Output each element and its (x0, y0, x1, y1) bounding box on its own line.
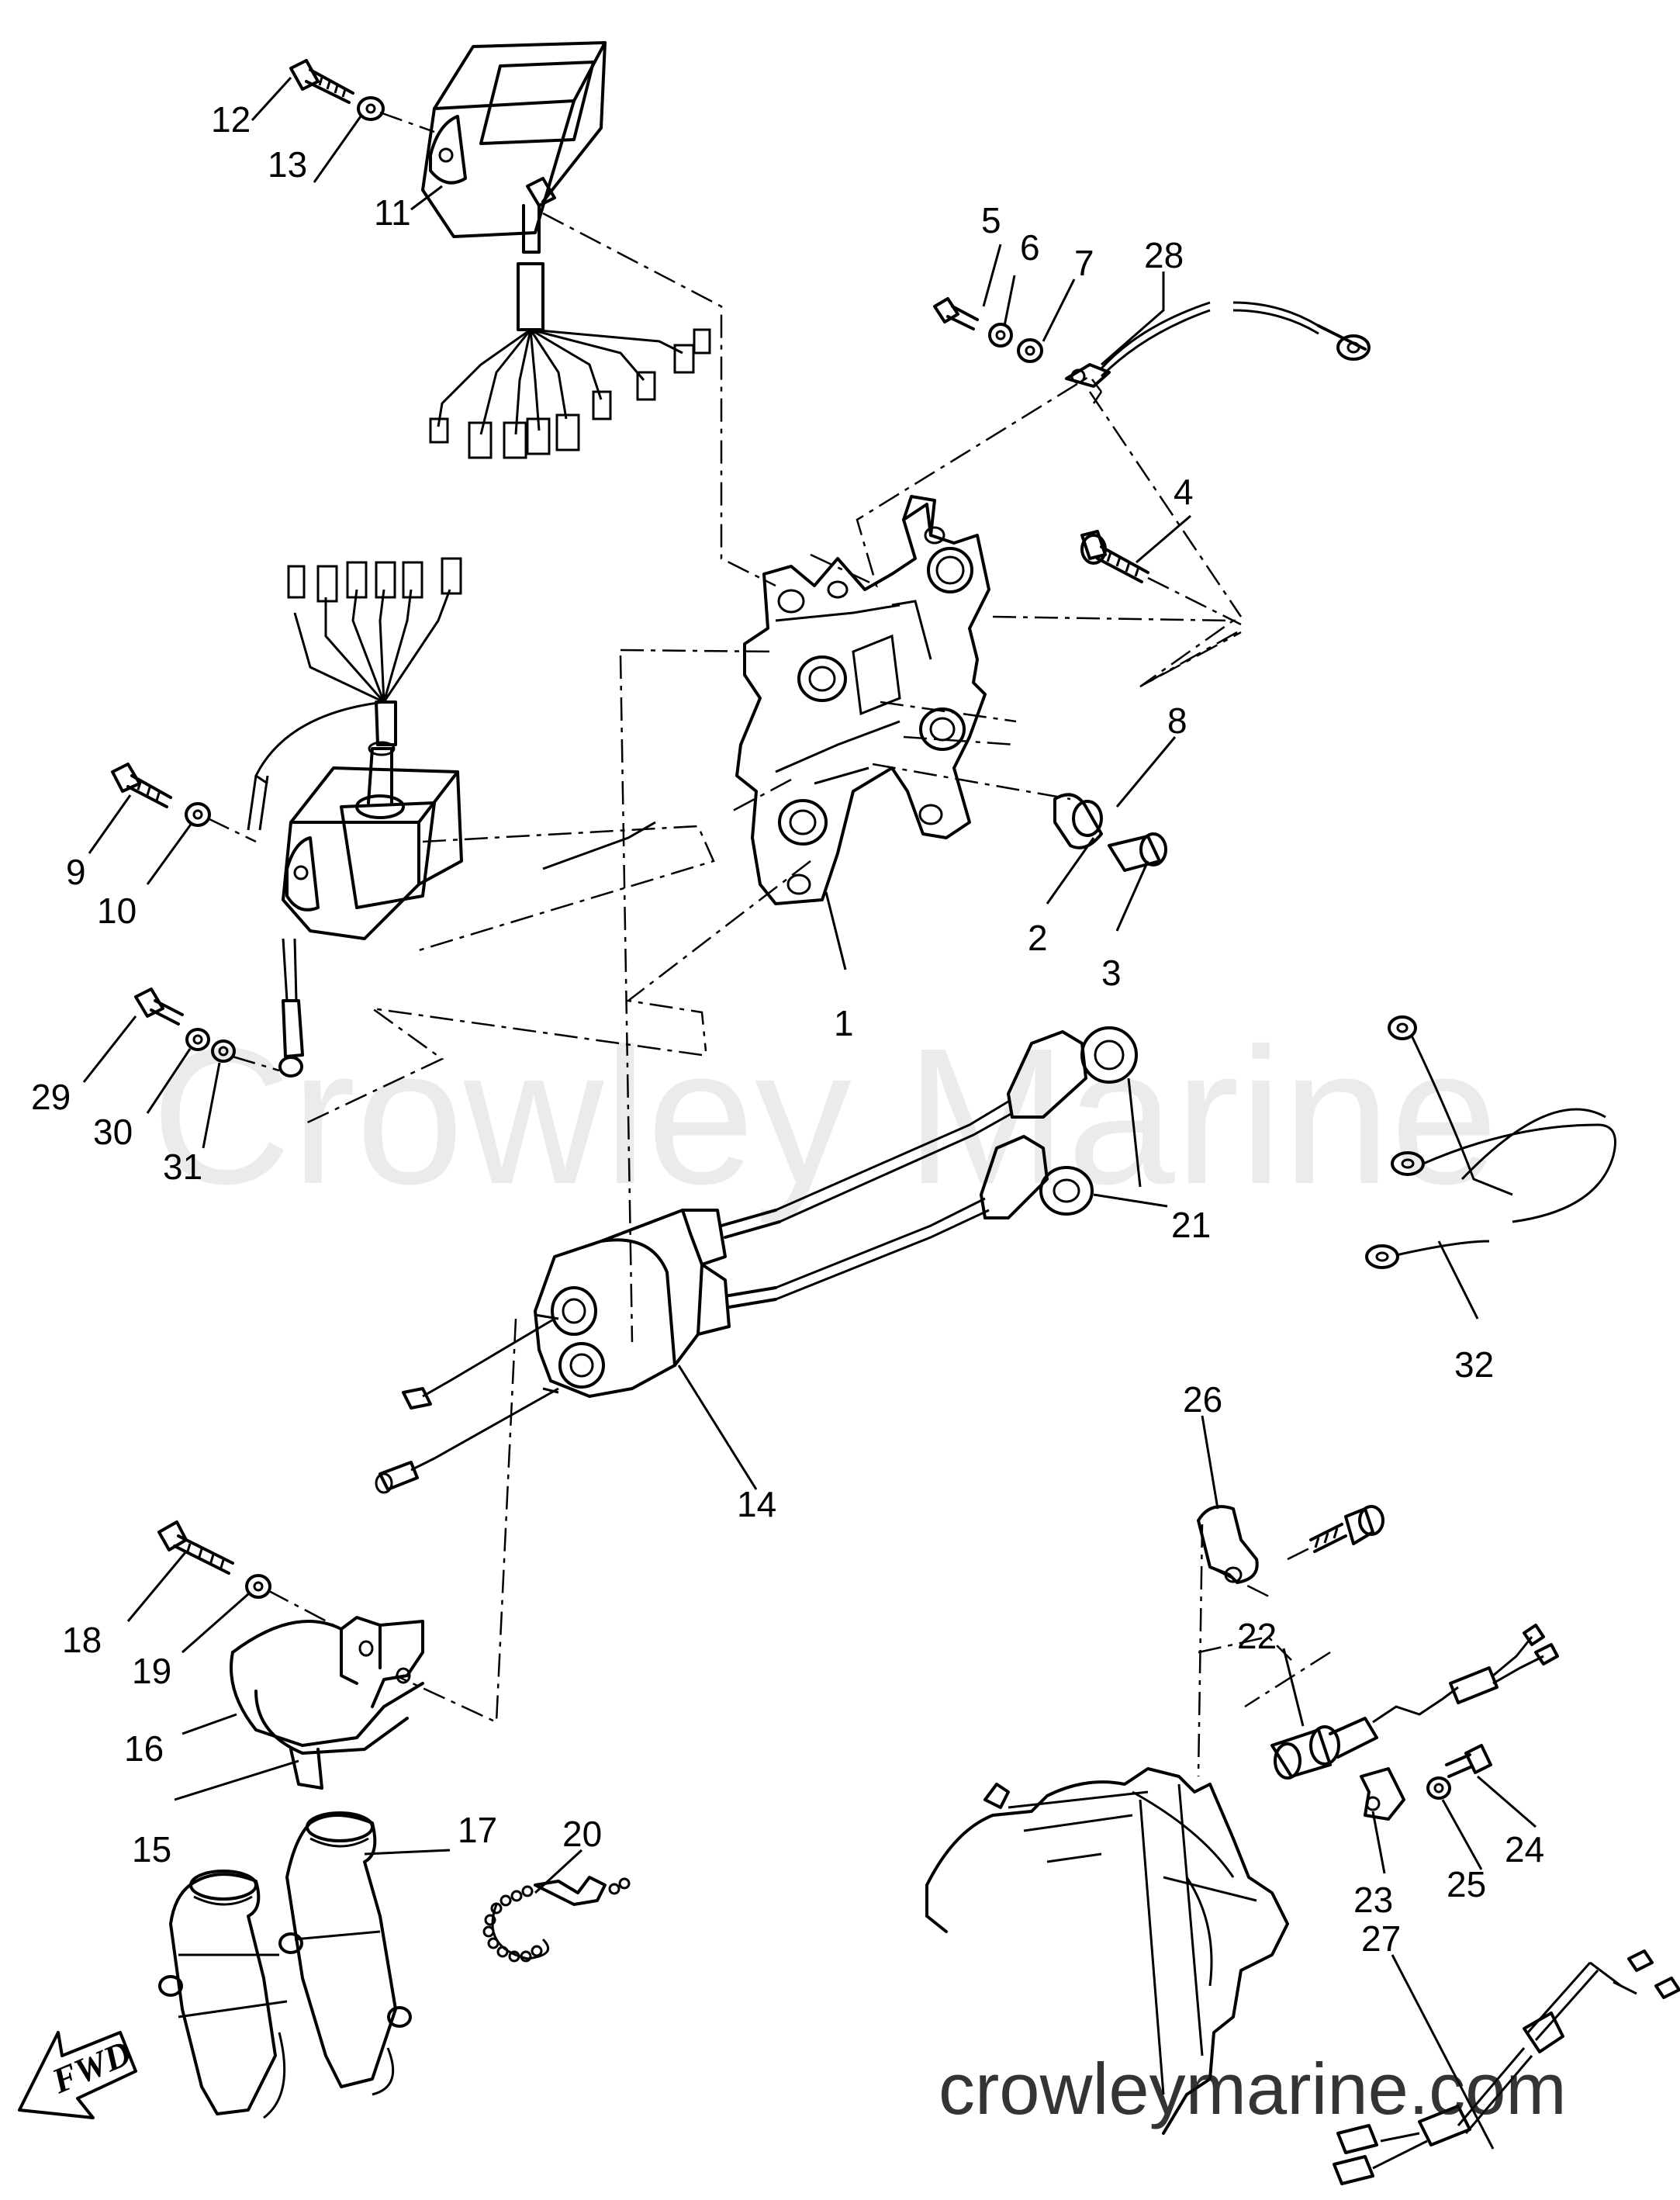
callout-8: 8 (1167, 700, 1187, 741)
callout-4: 4 (1174, 472, 1194, 512)
watermark-text: Crowley Marine (151, 1008, 1499, 1224)
harness-27 (1333, 1949, 1680, 2185)
callout-13: 13 (268, 144, 307, 185)
callout-6: 6 (1020, 227, 1040, 268)
chain-20 (482, 1876, 631, 1963)
bolt-5 (933, 297, 979, 330)
bolt-4 (1080, 530, 1242, 626)
callout-29: 29 (31, 1077, 71, 1117)
engine-section-outline (925, 1767, 1289, 2135)
washer-6 (988, 323, 1013, 348)
mounting-bracket-1 (735, 495, 990, 905)
callout-1: 1 (834, 1003, 854, 1043)
callout-22: 22 (1237, 1616, 1277, 1656)
callout-7: 7 (1074, 243, 1094, 283)
callout-2: 2 (1028, 918, 1048, 958)
washer-31 (211, 1039, 280, 1072)
bolt-29 (134, 988, 184, 1026)
bolt-24 (1445, 1744, 1492, 1778)
ground-lead-28 (1065, 301, 1371, 404)
washer-30 (185, 1028, 210, 1051)
callout-32: 32 (1454, 1344, 1494, 1385)
bolt-9 (111, 763, 172, 808)
callout-numbers: 1 2 3 4 5 6 7 8 9 10 11 12 13 14 15 16 1… (31, 99, 1544, 1959)
collar-3 (1108, 832, 1167, 872)
ignition-coil-14 (375, 1026, 1138, 1494)
site-url-text: crowleymarine.com (939, 2048, 1567, 2129)
bolt-12 (289, 59, 354, 104)
boots-17 (158, 1811, 412, 2119)
forward-direction-arrow: FWD (18, 2031, 137, 2119)
grommet-2 (1053, 793, 1103, 849)
washer-19 (245, 1574, 342, 1631)
washer-10 (185, 802, 257, 843)
callout-30: 30 (93, 1112, 133, 1152)
callout-25: 25 (1447, 1864, 1486, 1904)
callout-26: 26 (1183, 1379, 1222, 1420)
clip-26 (1197, 1505, 1384, 1584)
callout-28: 28 (1144, 235, 1184, 275)
callout-21: 21 (1171, 1205, 1211, 1245)
callout-17: 17 (458, 1810, 497, 1850)
callout-12: 12 (211, 99, 251, 140)
clamp-16 (230, 1616, 424, 1790)
callout-11: 11 (374, 192, 411, 233)
callout-9: 9 (66, 852, 86, 892)
retainer-23 (1360, 1767, 1405, 1821)
module-8 (247, 557, 463, 1078)
control-module-11 (421, 41, 711, 459)
leader-lines (82, 76, 1537, 2150)
callout-18: 18 (62, 1620, 102, 1660)
washer-13 (357, 96, 435, 133)
callout-24: 24 (1505, 1829, 1544, 1870)
washer-7 (1017, 338, 1043, 363)
callout-16: 16 (124, 1728, 164, 1769)
callout-14: 14 (737, 1484, 776, 1524)
callout-5: 5 (981, 200, 1001, 240)
callout-23: 23 (1353, 1880, 1393, 1920)
sensor-22 (1270, 1624, 1559, 1780)
callout-3: 3 (1101, 953, 1122, 993)
callout-15: 15 (132, 1829, 171, 1870)
bolt-18 (157, 1520, 234, 1575)
lead-wires-32 (1365, 1015, 1616, 1269)
callout-31: 31 (163, 1147, 202, 1187)
callout-19: 19 (132, 1651, 171, 1691)
callout-10: 10 (97, 891, 137, 931)
callout-20: 20 (562, 1814, 602, 1854)
callout-27: 27 (1361, 1918, 1401, 1959)
assembly-lines (302, 212, 1331, 1777)
washer-25 (1426, 1776, 1451, 1800)
